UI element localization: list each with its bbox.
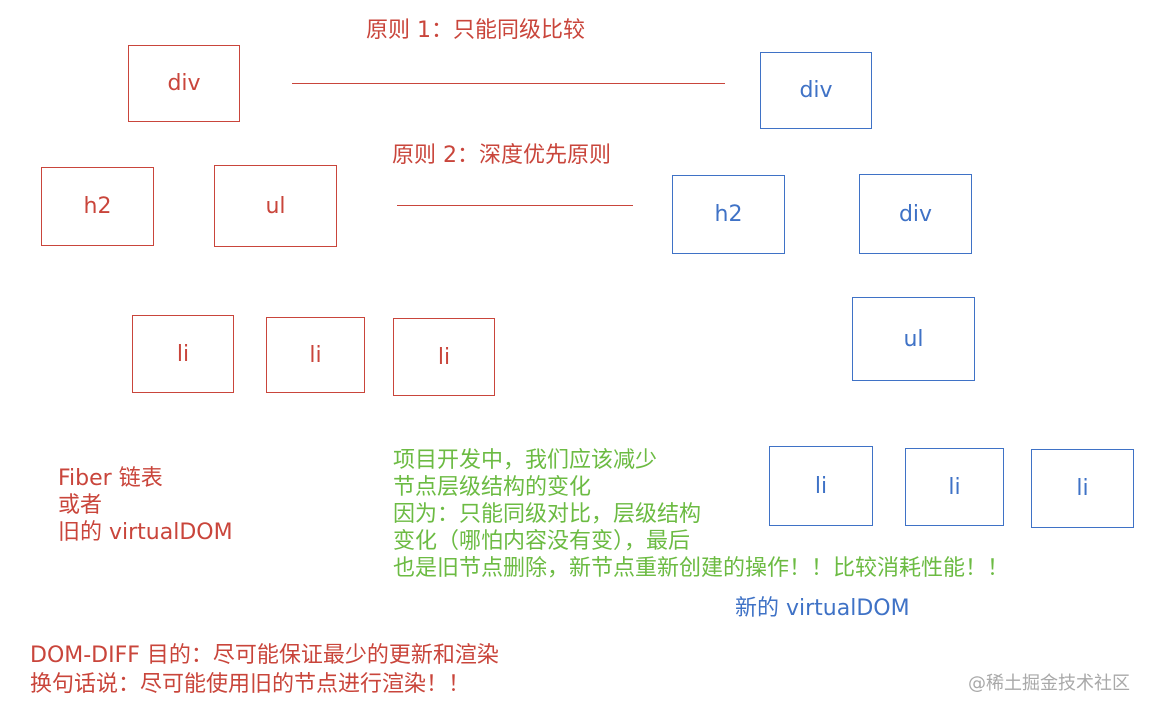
principle-2-divider xyxy=(397,205,633,206)
new-tree-caption: 新的 virtualDOM xyxy=(735,596,910,621)
new-tree-li-node: li xyxy=(1031,449,1134,528)
advice-note-line: 节点层级结构的变化 xyxy=(393,475,592,500)
old-tree-ul-node: ul xyxy=(214,165,337,247)
dom-diff-purpose-line: 换句话说：尽可能使用旧的节点进行渲染！！ xyxy=(30,672,471,697)
new-tree-li-node: li xyxy=(769,446,873,526)
old-tree-li-node: li xyxy=(393,318,495,396)
old-tree-li-node: li xyxy=(132,315,234,393)
new-tree-li-node: li xyxy=(905,448,1004,526)
principle-1-label: 原则 1：只能同级比较 xyxy=(366,18,585,43)
new-tree-ul-node: ul xyxy=(852,297,975,381)
principle-2-label: 原则 2：深度优先原则 xyxy=(392,143,611,168)
advice-note: 项目开发中，我们应该减少 节点层级结构的变化 因为：只能同级对比，层级结构 变化… xyxy=(393,447,1009,582)
old-tree-caption: Fiber 链表 或者 旧的 virtualDOM xyxy=(58,465,233,546)
old-tree-caption-line: 或者 xyxy=(58,493,103,518)
advice-note-line: 变化（哪怕内容没有变），最后 xyxy=(393,529,691,554)
watermark: @稀土掘金技术社区 xyxy=(968,673,1130,694)
old-tree-caption-line: Fiber 链表 xyxy=(58,466,163,491)
advice-note-line: 项目开发中，我们应该减少 xyxy=(393,448,658,473)
new-tree-div-node: div xyxy=(859,174,972,254)
advice-note-line: 因为：只能同级对比，层级结构 xyxy=(393,502,702,527)
old-tree-caption-line: 旧的 virtualDOM xyxy=(58,520,233,545)
advice-note-line: 也是旧节点删除，新节点重新创建的操作！！比较消耗性能！！ xyxy=(393,556,1010,581)
new-tree-h2-node: h2 xyxy=(672,175,785,254)
old-tree-h2-node: h2 xyxy=(41,167,154,246)
old-tree-root-div: div xyxy=(128,45,240,122)
dom-diff-purpose: DOM-DIFF 目的：尽可能保证最少的更新和渲染 换句话说：尽可能使用旧的节点… xyxy=(30,641,499,699)
principle-1-divider xyxy=(292,83,725,84)
new-tree-root-div: div xyxy=(760,52,872,129)
dom-diff-purpose-line: DOM-DIFF 目的：尽可能保证最少的更新和渲染 xyxy=(30,643,499,668)
old-tree-li-node: li xyxy=(266,317,365,393)
